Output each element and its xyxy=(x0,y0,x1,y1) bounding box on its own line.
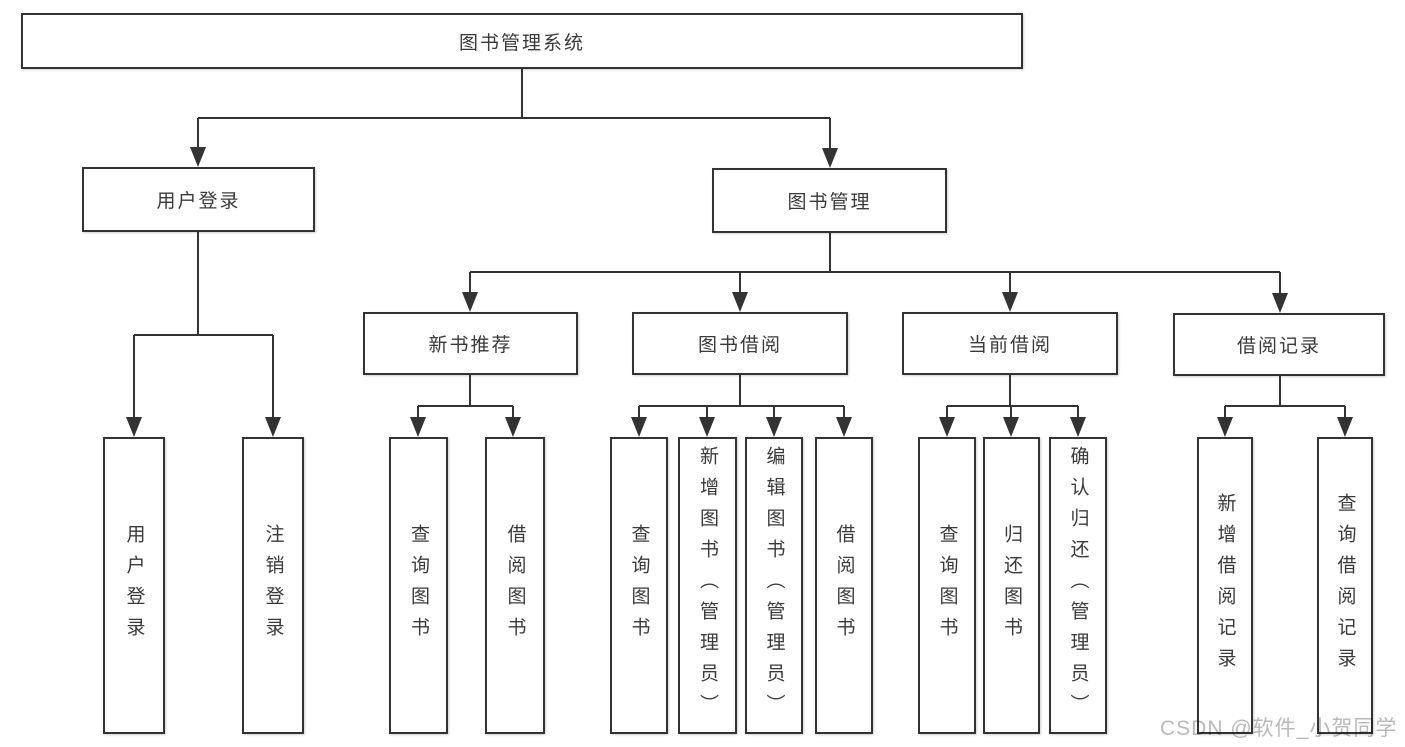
leaf-bb-add-books-admin: 新增图书（管理员） xyxy=(678,437,737,734)
connector-arrowheads xyxy=(126,147,1353,437)
leaf-br-add-record: 新增借阅记录 xyxy=(1197,437,1253,734)
node-book-borrowing: 图书借阅 xyxy=(632,312,848,375)
csdn-watermark: CSDN @软件_小贺同学 xyxy=(1160,717,1398,740)
leaf-nbr-borrow-books: 借阅图书 xyxy=(485,437,545,734)
leaf-user-login: 用户登录 xyxy=(103,437,165,734)
node-user-login: 用户登录 xyxy=(82,167,315,232)
node-book-management: 图书管理 xyxy=(712,168,947,233)
leaf-cb-return-books: 归还图书 xyxy=(983,437,1040,734)
leaf-logout: 注销登录 xyxy=(242,437,304,734)
node-new-book-recommend: 新书推荐 xyxy=(363,312,578,375)
node-current-borrowing: 当前借阅 xyxy=(902,312,1118,375)
leaf-bb-query-books: 查询图书 xyxy=(610,437,668,734)
leaf-bb-borrow-books: 借阅图书 xyxy=(815,437,873,734)
leaf-br-query-record: 查询借阅记录 xyxy=(1317,437,1373,734)
leaf-nbr-query-books: 查询图书 xyxy=(389,437,448,734)
node-borrowing-records: 借阅记录 xyxy=(1173,313,1385,376)
node-root-system: 图书管理系统 xyxy=(21,13,1023,69)
connector-lines xyxy=(133,69,1346,421)
leaf-cb-query-books: 查询图书 xyxy=(918,437,976,734)
leaf-bb-edit-books-admin: 编辑图书（管理员） xyxy=(745,437,803,734)
leaf-cb-confirm-return-admin: 确认归还（管理员） xyxy=(1049,437,1107,734)
